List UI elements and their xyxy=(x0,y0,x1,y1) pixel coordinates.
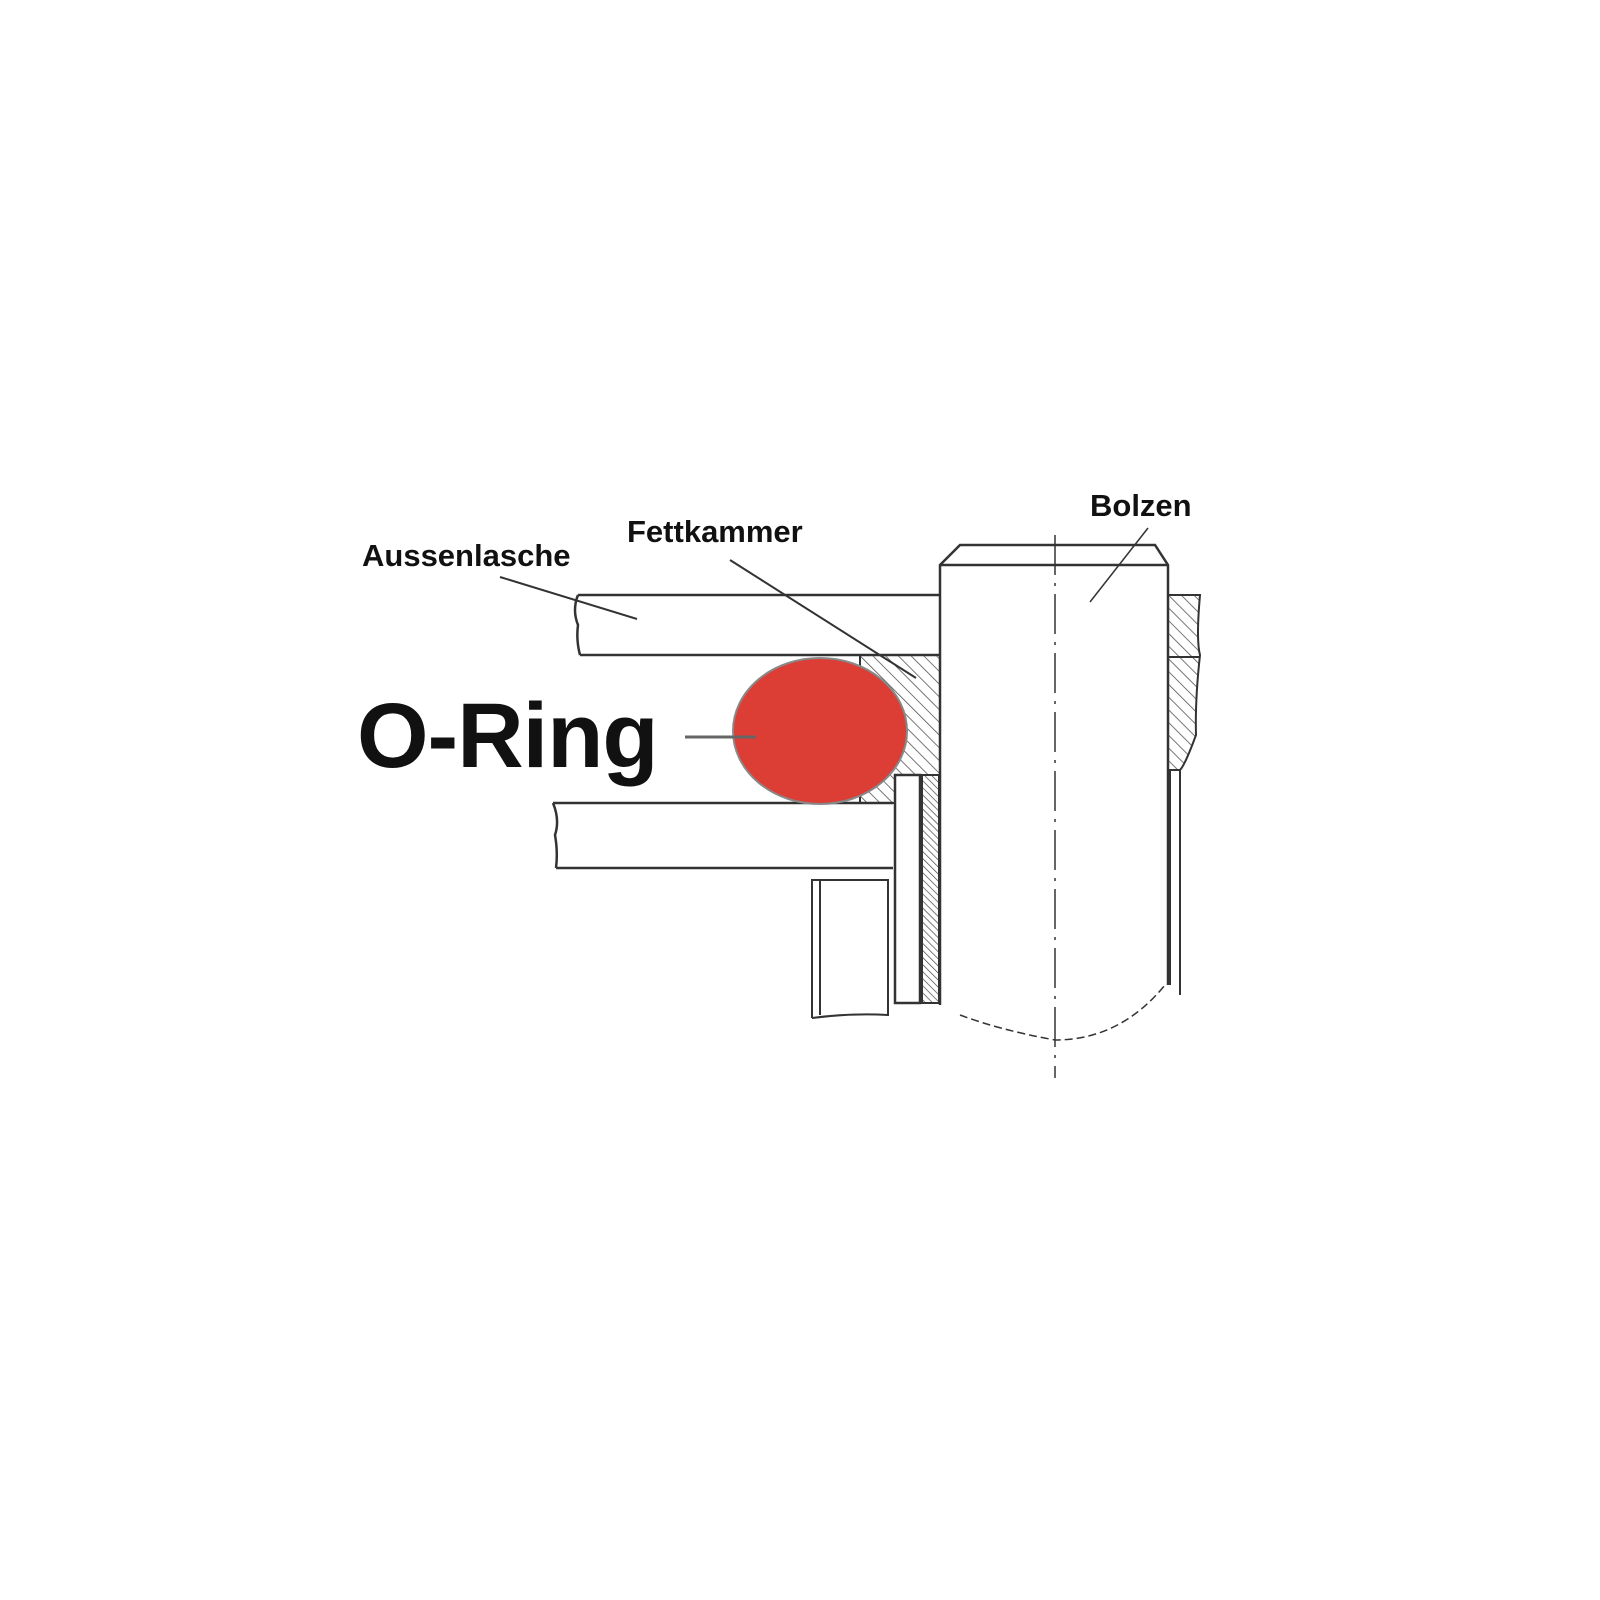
bushing xyxy=(893,773,922,1005)
roller xyxy=(811,879,889,1019)
inner-plate xyxy=(551,801,893,870)
pin xyxy=(938,543,1170,1005)
label-bolzen: Bolzen xyxy=(1090,488,1192,523)
label-fettkammer: Fettkammer xyxy=(627,514,803,549)
leader-bolzen xyxy=(1089,527,1149,603)
o-ring xyxy=(732,657,908,805)
leader-aussenlasche xyxy=(499,576,638,620)
right-plate xyxy=(1167,594,1202,771)
label-o-ring: O-Ring xyxy=(357,685,659,787)
bushing-right-wall xyxy=(1169,770,1181,995)
bushing-hatched-wall xyxy=(921,774,940,1004)
label-aussenlasche: Aussenlasche xyxy=(362,538,571,573)
outer-plate xyxy=(573,593,940,657)
leader-fettkammer xyxy=(729,559,917,679)
